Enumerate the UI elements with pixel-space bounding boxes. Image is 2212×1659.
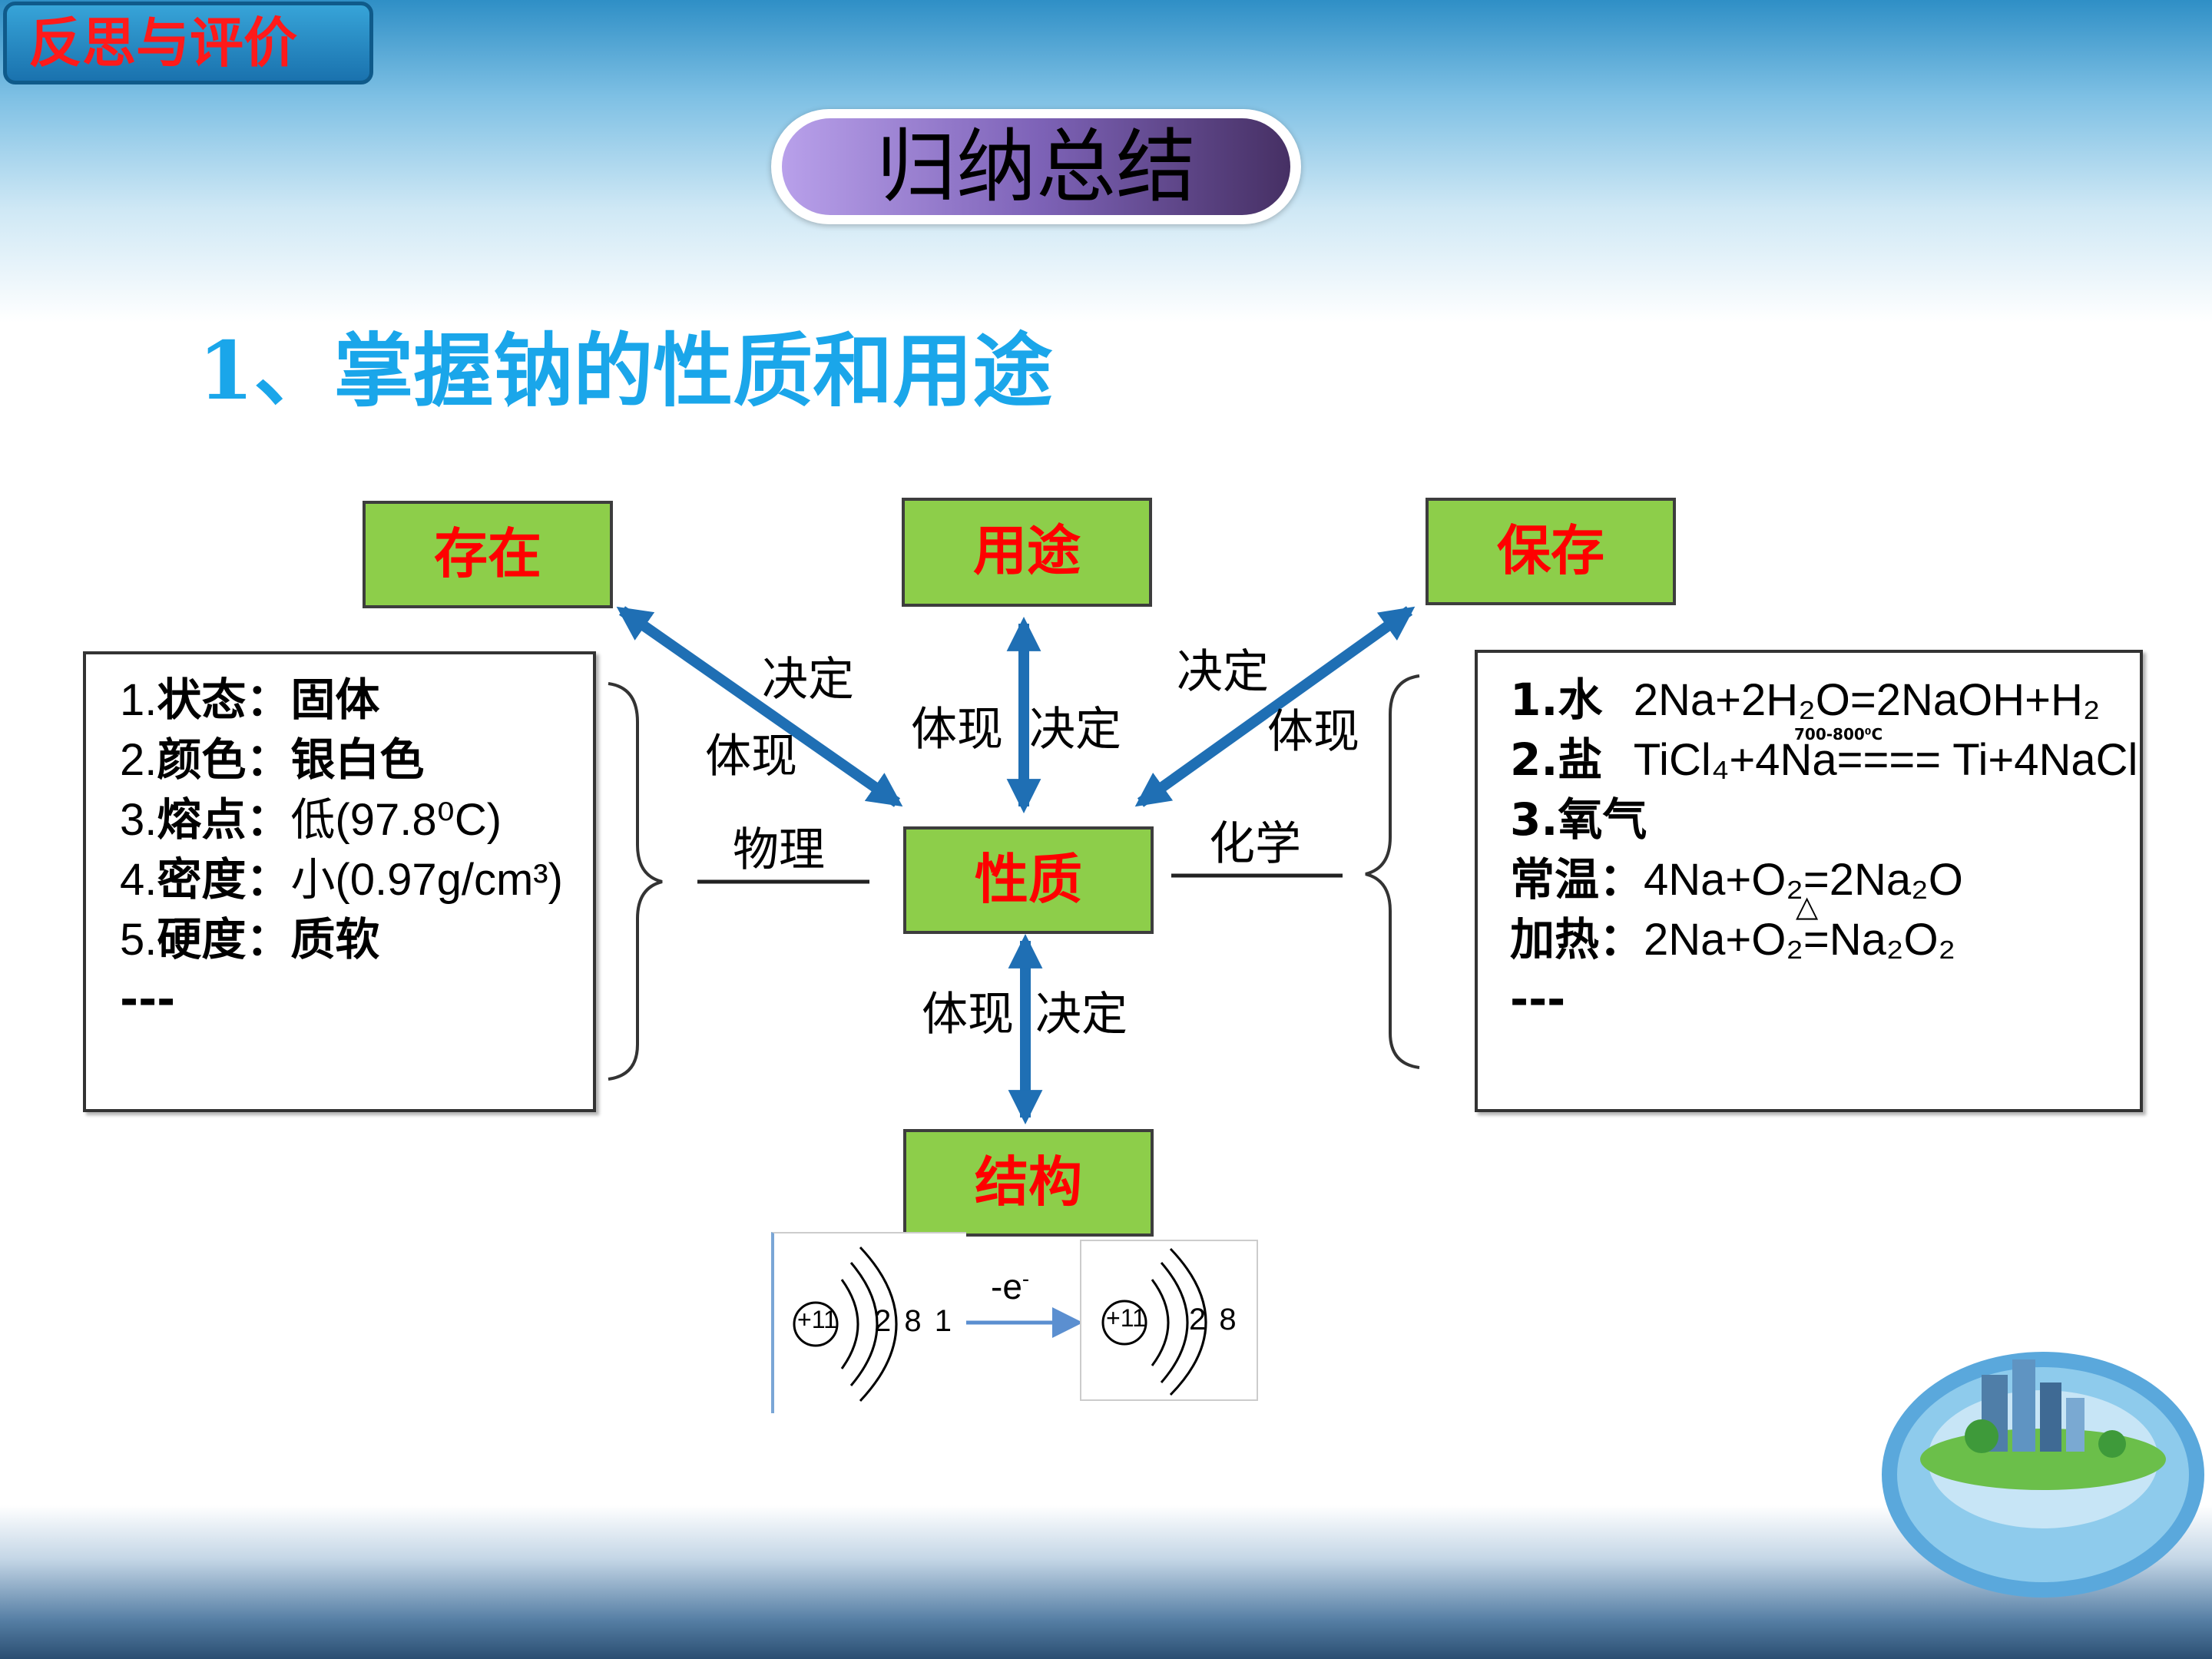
label-right-reflect: 体现: [1267, 705, 1359, 759]
label-right-decide: 决定: [1177, 645, 1269, 699]
physical-prop-1: 1.状态：固体: [120, 674, 380, 726]
summary-pill-title: 归纳总结: [782, 118, 1290, 215]
baocun-xingzhi-arrow: [1134, 606, 1416, 807]
sodium-ion-shell-counts: 2 8: [1189, 1303, 1237, 1336]
footer-gradient-background: [0, 1505, 2212, 1659]
sodium-ion-shells: [1101, 1247, 1207, 1396]
sodium-nucleus-label: +11: [797, 1306, 837, 1333]
label-bottom-reflect: 体现: [922, 988, 1014, 1041]
physical-prop-5: 5.硬度：质软: [120, 913, 380, 965]
salt-reaction-condition: 700-800⁰C: [1794, 725, 1883, 743]
node-jiegou: 结构: [903, 1129, 1154, 1237]
slide-heading: 1、掌握钠的性质和用途: [198, 323, 1053, 418]
label-bottom-decide: 决定: [1035, 988, 1128, 1041]
node-yongtu: 用途: [902, 498, 1152, 607]
electron-loss-label: -e-: [991, 1267, 1030, 1306]
chem-salt-line: 2.盐 TiCl₄+4Na==== Ti+4NaCl: [1510, 733, 2138, 786]
chem-water-line: 1.水 2Na+2H₂O=2NaOH+H₂: [1510, 674, 2101, 726]
chem-room-temp-line: 常温：4Na+O₂=2Na₂O: [1510, 853, 1963, 906]
right-curly-brace: [1365, 674, 1420, 1069]
sodium-atom-shells: [793, 1246, 898, 1402]
label-top-reflect: 体现: [911, 703, 1003, 757]
chem-heating-line: 加热：2Na+O₂=Na₂O₂: [1510, 913, 1956, 965]
label-left-reflect: 体现: [705, 730, 797, 783]
sodium-ion-diagram: +11 2 8: [1080, 1240, 1258, 1401]
sodium-atom-diagram: +11 2 8 1: [771, 1232, 966, 1413]
sodium-shell-counts: 2 8 1: [874, 1304, 952, 1338]
cunzai-xingzhi-arrow: [616, 606, 903, 807]
physical-properties-box: [83, 651, 596, 1112]
physical-prop-4: 4.密度：小(0.97g/cm³): [120, 853, 563, 906]
physical-prop-3: 3.熔点：低(97.8⁰C): [120, 793, 502, 846]
label-physical: 物理: [733, 823, 825, 877]
sodium-ion-nucleus-label: +11: [1106, 1304, 1146, 1332]
label-top-decide: 决定: [1029, 703, 1121, 757]
physical-prop-2: 2.颜色：银白色: [120, 733, 425, 786]
left-curly-brace: [608, 682, 663, 1081]
node-baocun: 保存: [1426, 498, 1676, 605]
chemical-properties-box: [1475, 650, 2143, 1112]
chem-heat-symbol: △: [1796, 889, 1819, 923]
physical-prop-etc: ---: [120, 973, 176, 1025]
label-chemical: 化学: [1209, 817, 1301, 871]
node-cunzai: 存在: [363, 501, 613, 608]
chem-oxygen-line: 3.氧气: [1510, 793, 1647, 846]
section-tag: 反思与评价: [3, 2, 373, 84]
label-left-decide: 决定: [762, 653, 854, 707]
chem-etc: ---: [1510, 973, 1566, 1025]
node-xingzhi: 性质: [903, 826, 1154, 934]
